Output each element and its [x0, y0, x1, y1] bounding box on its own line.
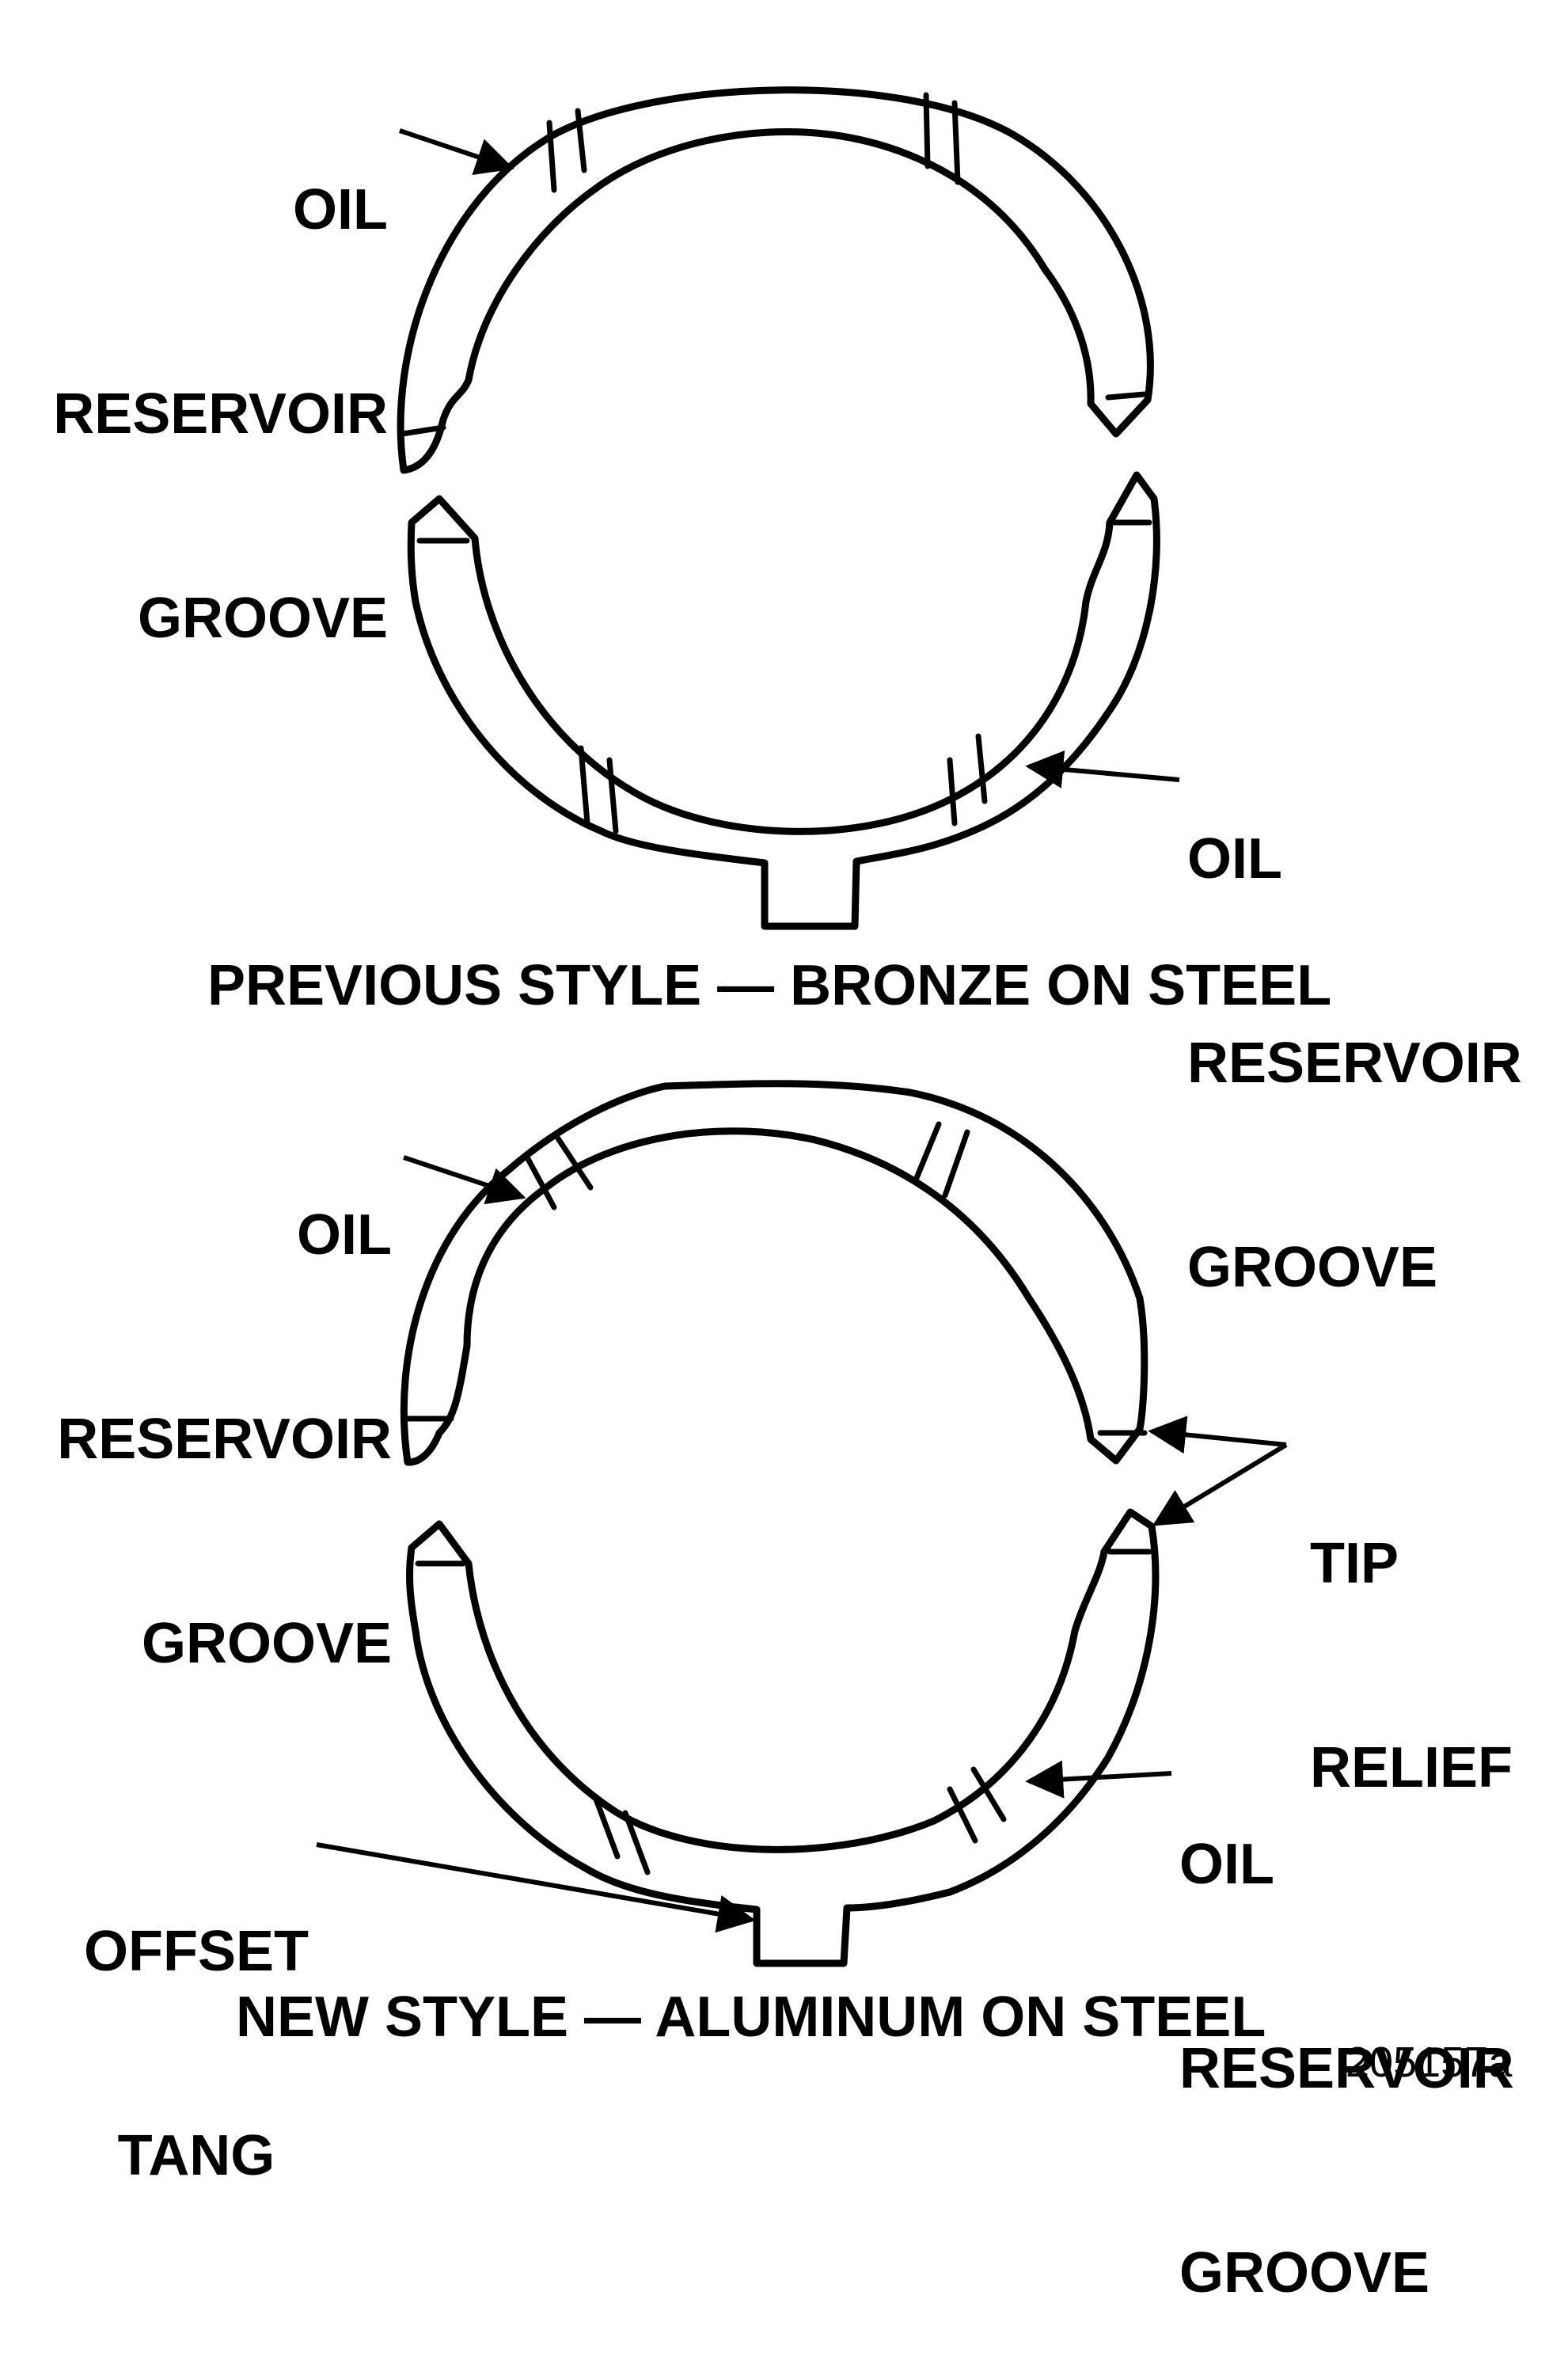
label-line: OIL: [1179, 1833, 1274, 1896]
label-line: GROOVE: [1187, 1236, 1438, 1299]
label-line: GROOVE: [137, 587, 388, 650]
new-groove-lower-right-b: [970, 1766, 1007, 1822]
new-groove-lower-left-b: [622, 1810, 651, 1875]
label-line: TANG: [117, 2124, 275, 2187]
previous-lower-half-outline: [407, 471, 1160, 930]
new-groove-lower-right-a: [947, 1786, 978, 1844]
new-lower-right-leader: [1025, 1760, 1172, 1799]
label-line: RESERVOIR: [57, 1408, 392, 1471]
previous-upper-half-outline: [397, 86, 1154, 474]
new-tip-relief-leader-lower: [1152, 1442, 1288, 1526]
new-tip-relief-leader-upper: [1148, 1416, 1287, 1454]
new-groove-upper-right-a: [913, 1121, 942, 1181]
label-line: RELIEF: [1310, 1736, 1513, 1799]
label-line: RESERVOIR: [1179, 2037, 1514, 2100]
previous-upper-right-tip-line: [1105, 391, 1148, 401]
previous-groove-lower-right-a: [947, 757, 958, 826]
previous-upper-left-label: OIL RESERVOIR GROOVE: [32, 40, 388, 720]
previous-groove-lower-left-b: [606, 757, 619, 834]
previous-groove-lower-left-a: [578, 745, 590, 826]
previous-upper-left-leader: [399, 128, 514, 176]
figure-id: 205157a: [1346, 2039, 1513, 2086]
new-lower-half-outline: [406, 1508, 1160, 1967]
thrust-washer-diagram: [316, 86, 1288, 1967]
label-line: TIP: [1310, 1532, 1399, 1595]
label-line: GROOVE: [141, 1612, 392, 1675]
new-upper-left-label: OIL RESERVOIR GROOVE: [32, 1065, 392, 1746]
previous-lower-right-label: OIL RESERVOIR GROOVE: [1187, 689, 1551, 1370]
new-offset-tang-leader: [316, 1842, 756, 1933]
previous-style-washer: [397, 86, 1180, 930]
label-line: RESERVOIR: [1187, 1032, 1522, 1095]
new-style-washer: [316, 1080, 1288, 1967]
previous-upper-left-tip-line: [399, 424, 446, 437]
previous-groove-upper-left-a: [546, 120, 557, 193]
label-line: OFFSET: [84, 1920, 309, 1983]
previous-groove-upper-right-a: [923, 92, 931, 169]
new-groove-upper-left-b: [555, 1135, 594, 1191]
label-line: GROOVE: [1179, 2241, 1430, 2305]
new-tip-relief-label: TIP RELIEF: [1310, 1393, 1563, 1870]
new-upper-left-leader: [403, 1155, 526, 1205]
previous-groove-upper-left-b: [575, 108, 587, 173]
previous-groove-upper-right-b: [951, 100, 961, 185]
label-line: OIL: [1187, 827, 1282, 891]
new-style-caption: NEW STYLE — ALUMINUM ON STEEL: [236, 1986, 1266, 2049]
previous-lower-right-leader: [1025, 750, 1180, 788]
label-line: RESERVOIR: [53, 382, 388, 446]
previous-groove-lower-right-b: [975, 733, 988, 804]
new-upper-half-outline: [400, 1080, 1148, 1466]
new-groove-upper-left-a: [523, 1153, 557, 1210]
label-line: OIL: [293, 178, 388, 241]
new-groove-upper-right-b: [942, 1129, 970, 1199]
previous-style-caption: PREVIOUS STYLE — BRONZE ON STEEL: [207, 954, 1332, 1017]
label-line: OIL: [297, 1203, 392, 1267]
new-groove-lower-left-a: [592, 1794, 621, 1860]
